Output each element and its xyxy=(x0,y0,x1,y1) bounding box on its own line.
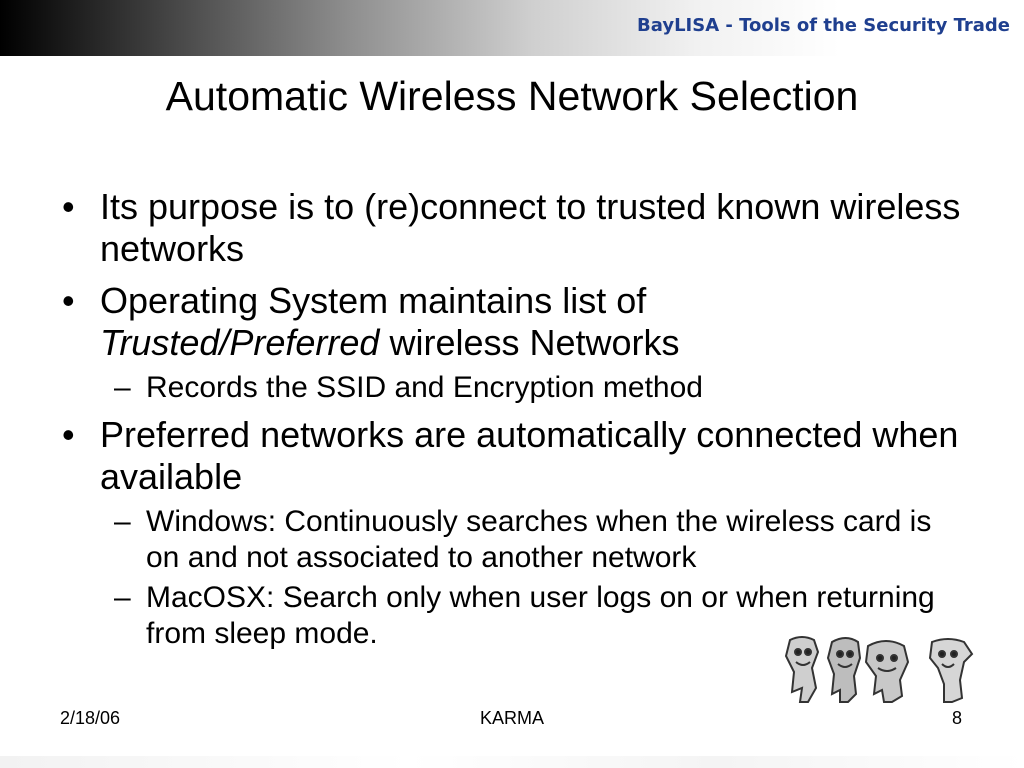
sub-bullet-text: Records the SSID and Encryption method xyxy=(146,371,703,404)
mascot-figure xyxy=(784,636,820,703)
bullet-text-italic: Trusted/Preferred xyxy=(100,322,380,363)
bottom-strip xyxy=(0,756,1024,768)
bullet-item: • Operating System maintains list of Tru… xyxy=(0,280,980,364)
sub-bullet-item: – Records the SSID and Encryption method xyxy=(0,370,946,406)
sub-bullet-dash: – xyxy=(114,581,131,614)
mascot-figure xyxy=(864,640,910,703)
mascot-figure xyxy=(928,638,974,703)
footer-date: 2/18/06 xyxy=(60,708,121,728)
sub-bullet-text: MacOSX: Search only when user logs on or… xyxy=(146,581,935,650)
sub-bullet-item: – MacOSX: Search only when user logs on … xyxy=(0,580,946,652)
sub-bullet-dash: – xyxy=(114,371,131,404)
bullet-text: Operating System maintains list of xyxy=(100,280,647,321)
bullet-list: • Its purpose is to (re)connect to trust… xyxy=(0,186,1024,660)
bullet-dot: • xyxy=(62,280,75,321)
bullet-dot: • xyxy=(62,186,75,227)
sub-bullet-text: Windows: Continuously searches when the … xyxy=(146,505,932,574)
bullet-item: • Its purpose is to (re)connect to trust… xyxy=(0,186,980,270)
header-band: BayLISA - Tools of the Security Trade xyxy=(0,0,1024,56)
sub-bullet-item: – Windows: Continuously searches when th… xyxy=(0,504,946,576)
karma-mascots-image xyxy=(784,636,974,703)
footer-page-number: 8 xyxy=(951,708,962,728)
header-title: BayLISA - Tools of the Security Trade xyxy=(637,15,1010,36)
bullet-dot: • xyxy=(62,414,75,455)
bullet-item: • Preferred networks are automatically c… xyxy=(0,414,980,498)
bullet-text: Preferred networks are automatically con… xyxy=(100,414,959,497)
footer-title: KARMA xyxy=(479,708,544,728)
sub-bullet-dash: – xyxy=(114,505,131,538)
slide-title: Automatic Wireless Network Selection xyxy=(165,73,859,119)
mascot-figure xyxy=(826,637,862,703)
bullet-text: Its purpose is to (re)connect to trusted… xyxy=(100,186,961,269)
bullet-text-continued: wireless Networks xyxy=(379,322,680,363)
